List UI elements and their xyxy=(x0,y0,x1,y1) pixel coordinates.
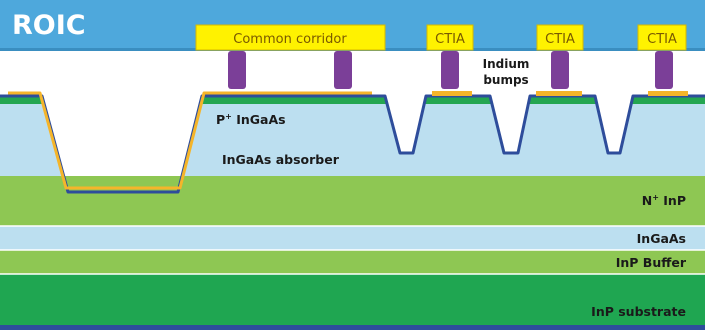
n-inp-suffix: InP xyxy=(659,193,686,208)
bond-gap xyxy=(0,51,705,95)
layer-ingaas xyxy=(0,226,705,250)
indium-bump-corridor-2 xyxy=(334,51,352,89)
pixel-contact-3 xyxy=(648,91,688,96)
common-corridor-pad xyxy=(195,24,386,51)
indium-bump-ctia-2 xyxy=(551,51,569,89)
n-inp-label: N+ InP xyxy=(642,193,686,208)
indium-bump-corridor-1 xyxy=(228,51,246,89)
substrate-bottom-edge xyxy=(0,325,705,330)
ctia-pad-3 xyxy=(637,24,687,51)
ctia-label-3: CTIA xyxy=(647,32,677,47)
n-inp-sup: + xyxy=(652,193,659,202)
ctia-label-2: CTIA xyxy=(545,32,575,47)
indium-bump-ctia-1 xyxy=(441,51,459,89)
indium-bumps-label-line2: bumps xyxy=(483,73,528,87)
indium-bump-ctia-3 xyxy=(655,51,673,89)
inp-substrate-label: InP substrate xyxy=(591,304,686,319)
ctia-pad-1 xyxy=(426,24,474,51)
n-inp-prefix: N xyxy=(642,193,652,208)
layer-inp-substrate xyxy=(0,274,705,330)
p-ingaas-sup: + xyxy=(225,112,232,121)
ctia-pad-2 xyxy=(536,24,584,51)
p-ingaas-suffix: InGaAs xyxy=(232,112,286,127)
corridor-metal-contact xyxy=(8,91,372,190)
ingaas-label: InGaAs xyxy=(637,231,686,246)
pixel-contact-2 xyxy=(536,91,582,96)
common-corridor-label: Common corridor xyxy=(233,32,347,47)
ctia-label-1: CTIA xyxy=(435,32,465,47)
ingaas-absorber-label: InGaAs absorber xyxy=(222,152,340,167)
indium-bumps-label-line1: Indium xyxy=(483,57,530,71)
roic-label: ROIC xyxy=(12,10,86,41)
layer-inp-buffer xyxy=(0,250,705,274)
pixel-contact-1 xyxy=(432,91,472,96)
layer-ingaas-absorber xyxy=(0,100,705,190)
p-ingaas-prefix: P xyxy=(216,112,225,127)
layer-p-ingaas xyxy=(0,97,705,104)
inp-buffer-label: InP Buffer xyxy=(616,255,687,270)
p-ingaas-label: P+ InGaAs xyxy=(216,112,286,127)
